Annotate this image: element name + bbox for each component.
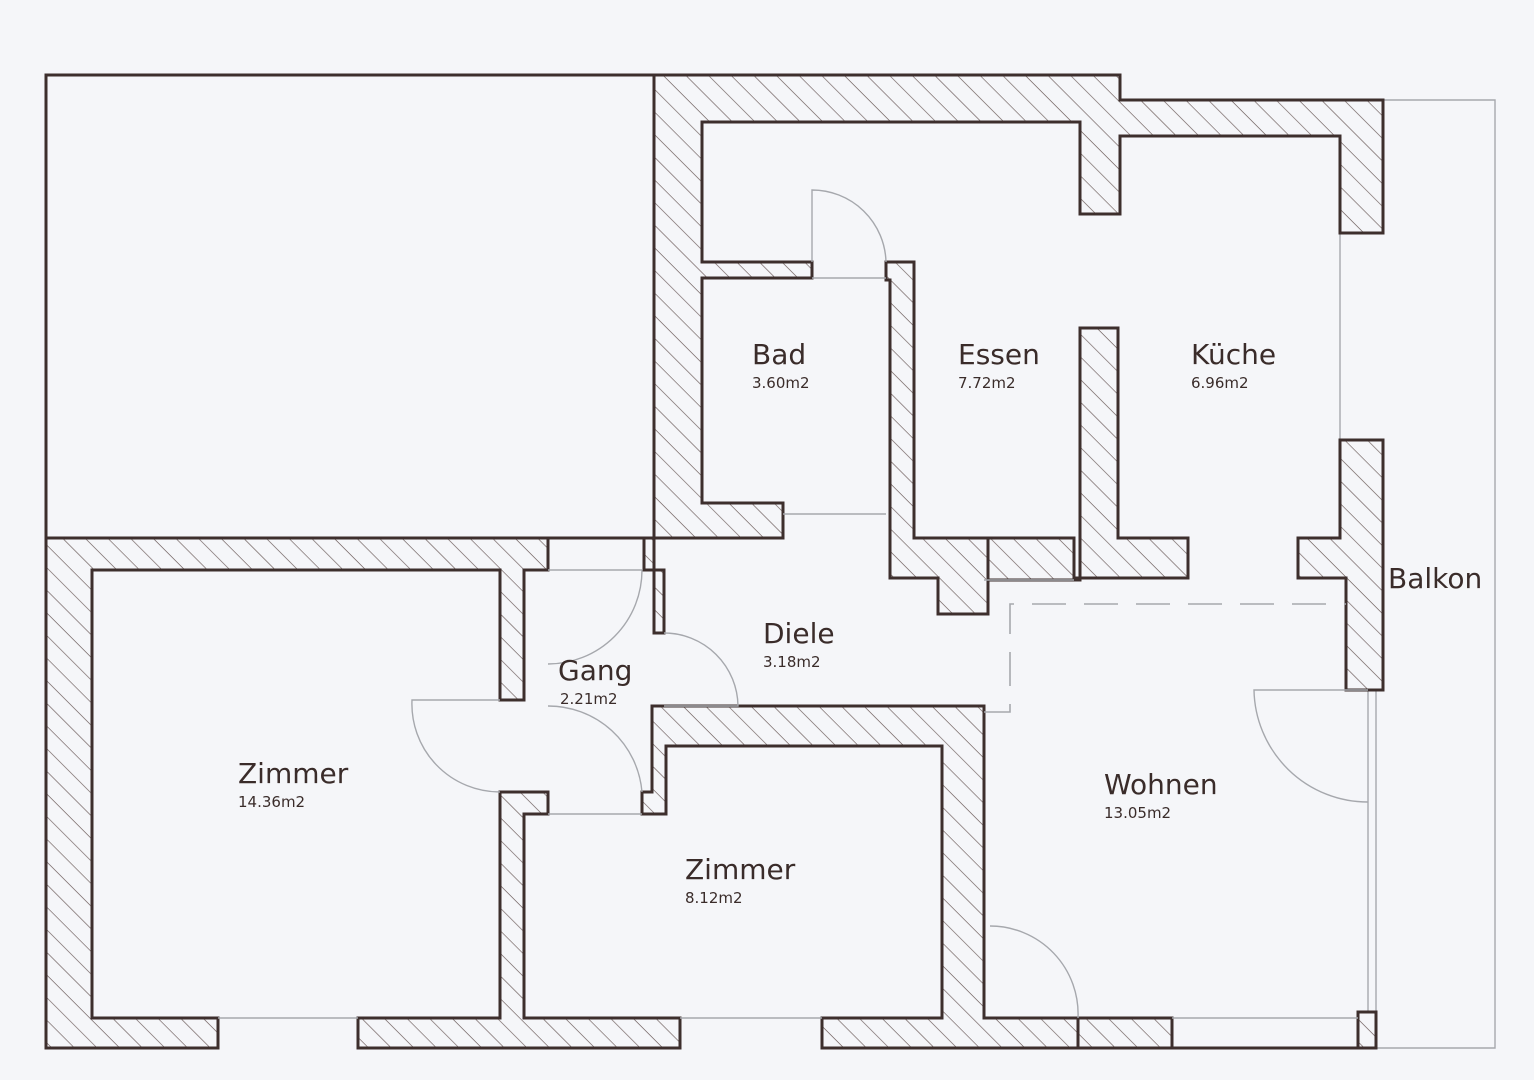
door-swing-entrance xyxy=(989,925,1079,1019)
door-swing-balcony xyxy=(1253,689,1369,803)
wall-gang-south xyxy=(356,790,682,1050)
balcony-outline xyxy=(1370,99,1496,1049)
door-swing-zimmer-left xyxy=(411,699,501,793)
room-area-zimmer-left: 14.36m2 xyxy=(238,793,305,811)
wall-zimmer-middle-north xyxy=(640,704,1080,1050)
room-area-bad: 3.60m2 xyxy=(752,374,810,392)
wall-kitchen-east xyxy=(1296,438,1385,692)
room-name-zimmer-middle: Zimmer xyxy=(685,853,796,886)
room-name-gang: Gang xyxy=(558,654,632,687)
room-area-gang: 2.21m2 xyxy=(560,690,618,708)
door-swing-bad xyxy=(811,189,887,263)
room-area-kueche: 6.96m2 xyxy=(1191,374,1249,392)
wall-diele-west xyxy=(642,536,666,635)
door-swing-diele xyxy=(663,632,739,707)
wohnen-opening-dashed xyxy=(984,603,1346,713)
room-name-balkon: Balkon xyxy=(1388,562,1482,595)
room-name-kueche: Küche xyxy=(1191,338,1276,371)
room-name-zimmer-left: Zimmer xyxy=(238,757,349,790)
room-name-diele: Diele xyxy=(763,617,835,650)
wall-north xyxy=(652,73,1385,540)
door-swing-gang-bottom xyxy=(547,705,643,793)
door-swing-gang-top xyxy=(547,569,643,665)
neighbour-unit-outline xyxy=(44,73,654,538)
room-name-wohnen: Wohnen xyxy=(1104,768,1218,801)
room-name-bad: Bad xyxy=(752,338,806,371)
room-name-essen: Essen xyxy=(958,338,1040,371)
room-area-zimmer-middle: 8.12m2 xyxy=(685,889,743,907)
room-area-wohnen: 13.05m2 xyxy=(1104,804,1171,822)
wall-south-segment xyxy=(1076,1016,1174,1050)
room-area-diele: 3.18m2 xyxy=(763,653,821,671)
balcony-post xyxy=(1356,1010,1378,1050)
room-area-essen: 7.72m2 xyxy=(958,374,1016,392)
wall-bad-east xyxy=(884,260,1190,616)
